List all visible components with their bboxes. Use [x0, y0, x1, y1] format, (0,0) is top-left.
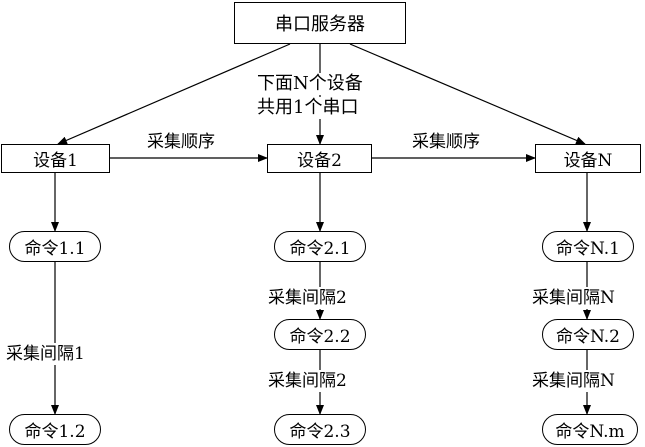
device-1-box: 设备1 [1, 144, 110, 173]
shared-note-line2: 共用1个串口 [257, 97, 359, 119]
order-label-2: 采集顺序 [412, 131, 480, 153]
interval-label-1: 采集间隔1 [6, 343, 85, 365]
shared-note-line1: 下面N个设备 [257, 73, 363, 95]
device-2-label: 设备2 [297, 151, 342, 171]
order-label-1: 采集顺序 [147, 131, 215, 153]
command-1-2: 命令1.2 [9, 414, 101, 445]
device-n-label: 设备N [563, 151, 613, 171]
command-2-2: 命令2.2 [274, 319, 366, 350]
command-2-1: 命令2.1 [274, 231, 366, 262]
interval-label-2b: 采集间隔2 [268, 370, 347, 392]
serial-server-box: 串口服务器 [234, 2, 406, 44]
interval-label-2a: 采集间隔2 [268, 287, 347, 309]
command-n-m: 命令N.m [542, 414, 638, 445]
arrow-server-to-deviceN [349, 43, 586, 145]
command-n-1: 命令N.1 [542, 231, 634, 262]
arrow-server-to-device1 [57, 43, 291, 145]
interval-label-nb: 采集间隔N [532, 370, 615, 392]
serial-server-label: 串口服务器 [275, 14, 365, 35]
command-2-3: 命令2.3 [274, 414, 366, 445]
command-1-1: 命令1.1 [9, 231, 101, 262]
device-n-box: 设备N [535, 144, 641, 173]
device-2-box: 设备2 [267, 144, 372, 173]
interval-label-na: 采集间隔N [532, 287, 615, 309]
command-n-2: 命令N.2 [542, 319, 634, 350]
device-1-label: 设备1 [33, 151, 78, 171]
